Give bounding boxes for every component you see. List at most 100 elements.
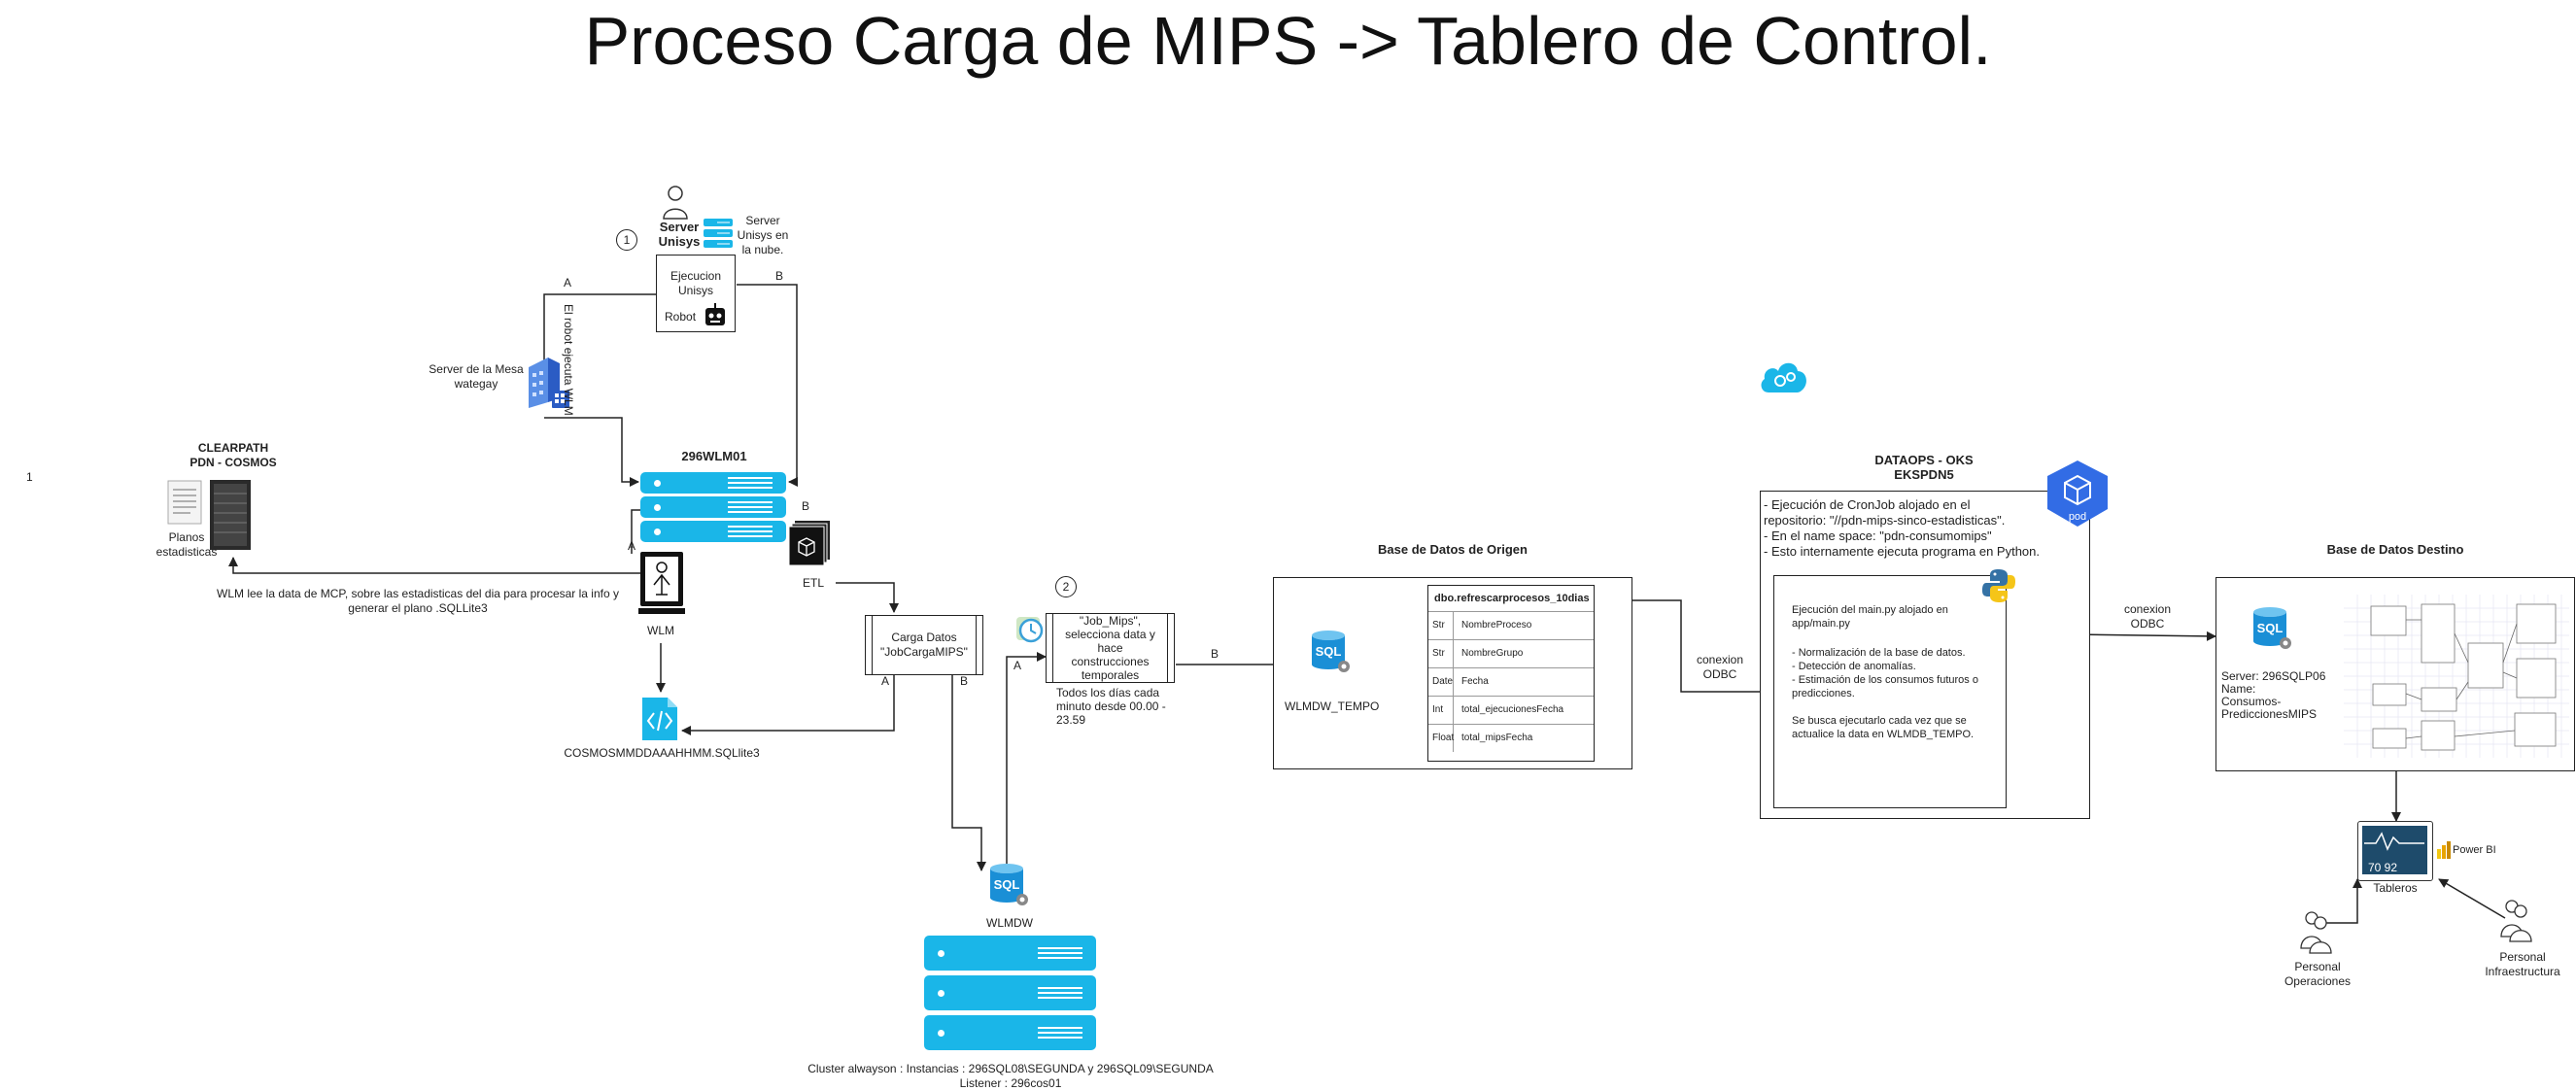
sqlite-file-label: COSMOSMMDDAAAHHMM.SQLlite3 [564, 746, 760, 760]
destino-sql-icon: SQL [2252, 606, 2291, 656]
cluster-server-bar-3 [924, 1015, 1096, 1050]
odbc-label-2: conexion ODBC [2123, 602, 2172, 631]
edge-unisys-b [737, 284, 798, 487]
table-row: Str NombreGrupo [1428, 639, 1594, 667]
personal-infraestructura-icon [2499, 898, 2532, 942]
jobmips-label-b: B [1211, 647, 1219, 661]
code-file-icon [638, 696, 681, 742]
robot-icon [703, 302, 728, 327]
carga-line1: Carga Datos [891, 631, 957, 644]
cloud-server-icon [704, 219, 733, 248]
wlm01-server-bar-2 [640, 496, 786, 518]
edge-personal-op [2324, 878, 2362, 924]
python-text-3: Se busca ejecutarlo cada vez que se actu… [1792, 715, 1975, 740]
edge-personal-inf [2438, 878, 2506, 919]
wlm01-server-bar-3 [640, 521, 786, 542]
table-row-field: NombreGrupo [1461, 648, 1524, 659]
jobmips-text: "Job_Mips", selecciona data y hace const… [1065, 614, 1155, 682]
wlmdw-sql-icon: SQL [989, 863, 1028, 912]
table-row: Date Fecha [1428, 667, 1594, 696]
unisys-server-label: Server Unisys [658, 220, 701, 249]
powerbi-icon [2437, 841, 2451, 859]
table-row-field: total_ejecucionesFecha [1461, 704, 1564, 715]
cluster-server-bar-1 [924, 936, 1096, 971]
wlm01-title: 296WLM01 [681, 449, 747, 463]
cluster-server-bar-2 [924, 975, 1096, 1010]
svg-text:SQL: SQL [1316, 644, 1342, 659]
python-logo-icon [1980, 567, 2017, 604]
unisys-box-line2: Unisys [677, 284, 713, 297]
clearpath-title: CLEARPATH PDN - COSMOS [189, 441, 277, 469]
destino-title: Base de Datos Destino [2326, 542, 2464, 557]
python-box[interactable]: Ejecución del main.py alojado en app/mai… [1773, 575, 2007, 808]
origen-title: Base de Datos de Origen [1378, 542, 1528, 557]
unisys-box-line1: Ejecucion [670, 269, 722, 283]
building-icon [525, 354, 569, 412]
wlm01-label-b: B [802, 499, 810, 513]
edge-wlm-clearpath [228, 557, 641, 574]
carga-datos-box[interactable]: Carga Datos "JobCargaMIPS" [865, 615, 983, 675]
wlm01-server-bar-1 [640, 472, 786, 494]
wlm-monitor-icon [636, 550, 687, 620]
cluster-label: Cluster alwayson : Instancias : 296SQL08… [807, 1062, 1214, 1090]
personal-infraestructura-label: Personal Infraestructura [2485, 950, 2560, 978]
wlm-label: WLM [647, 624, 674, 637]
table-row-field: total_mipsFecha [1461, 733, 1533, 743]
powerbi-label: Power BI [2453, 844, 2496, 856]
dataops-desc: - Ejecución de CronJob alojado en el rep… [1764, 497, 2040, 559]
table-row-type: Str [1428, 640, 1454, 667]
svg-text:SQL: SQL [994, 877, 1020, 892]
carga-label-a: A [881, 674, 890, 688]
table-row: Int total_ejecucionesFecha [1428, 696, 1594, 724]
planos-label: Planos estadisticas [155, 530, 218, 559]
personal-operaciones-label: Personal Operaciones [2284, 960, 2352, 988]
wlm-note: WLM lee la data de MCP, sobre las estadi… [217, 587, 619, 615]
table-row-field: Fecha [1461, 676, 1489, 687]
python-text-2: - Normalización de la base de datos. - D… [1792, 647, 1978, 699]
table-name: dbo.refrescarprocesos_10dias [1434, 593, 1590, 604]
carga-line2: "JobCargaMIPS" [880, 645, 968, 659]
dataops-title: DATAOPS - OKS EKSPDN5 [1874, 453, 1974, 482]
edge-carga-sqlite [681, 674, 895, 735]
edge-wlmdw-jobmips [1006, 652, 1047, 870]
tableros-monitor[interactable]: 70 92 [2357, 821, 2433, 881]
table-row-type: Float [1428, 725, 1454, 752]
edge-wlm01-wlm [631, 509, 641, 554]
user-icon [663, 185, 688, 220]
carga-label-b: B [960, 674, 969, 688]
edge-unisys-a [543, 293, 657, 482]
tempo-sql-icon: SQL [1311, 630, 1350, 679]
edge-label-b-top: B [775, 269, 784, 283]
robot-label: Robot [665, 310, 697, 324]
wlmdw-label: WLMDW [986, 916, 1033, 930]
table-row-type: Int [1428, 697, 1454, 724]
tableros-screen-numbers: 70 92 [2368, 861, 2398, 874]
tableros-label: Tableros [2373, 881, 2418, 895]
etl-label: ETL [803, 576, 825, 590]
jobmips-label-a: A [1013, 659, 1022, 672]
destino-server-label: Server: 296SQLP06 Name: Consumos- Predic… [2221, 669, 2326, 721]
page-title: Proceso Carga de MIPS -> Tablero de Cont… [584, 3, 1992, 79]
svg-text:SQL: SQL [2257, 621, 2284, 635]
corner-mark: 1 [26, 470, 33, 484]
edge-etl-carga [836, 582, 899, 613]
scheduler-clock-icon [1014, 615, 1046, 646]
jobmips-box[interactable]: "Job_Mips", selecciona data y hace const… [1046, 613, 1175, 683]
tableros-screen: 70 92 [2362, 826, 2427, 874]
document-icon [167, 480, 202, 525]
unisys-execution-box[interactable]: Ejecucion Unisys Robot [656, 255, 736, 332]
odbc-label-1: conexion ODBC [1696, 653, 1744, 681]
python-text-1: Ejecución del main.py alojado en app/mai… [1792, 604, 1948, 630]
rack-server-icon [208, 478, 253, 552]
table-row-type: Str [1428, 612, 1454, 639]
pod-label: pod [2068, 511, 2087, 523]
unisys-cloud-label: Server Unisys en la nube. [737, 214, 789, 256]
table-row-type: Date [1428, 668, 1454, 696]
wlm01-label-a: A [628, 539, 636, 553]
db-schema-diagram [2344, 595, 2569, 758]
step-2-marker: 2 [1055, 576, 1077, 597]
step-1-marker: 1 [616, 229, 637, 251]
